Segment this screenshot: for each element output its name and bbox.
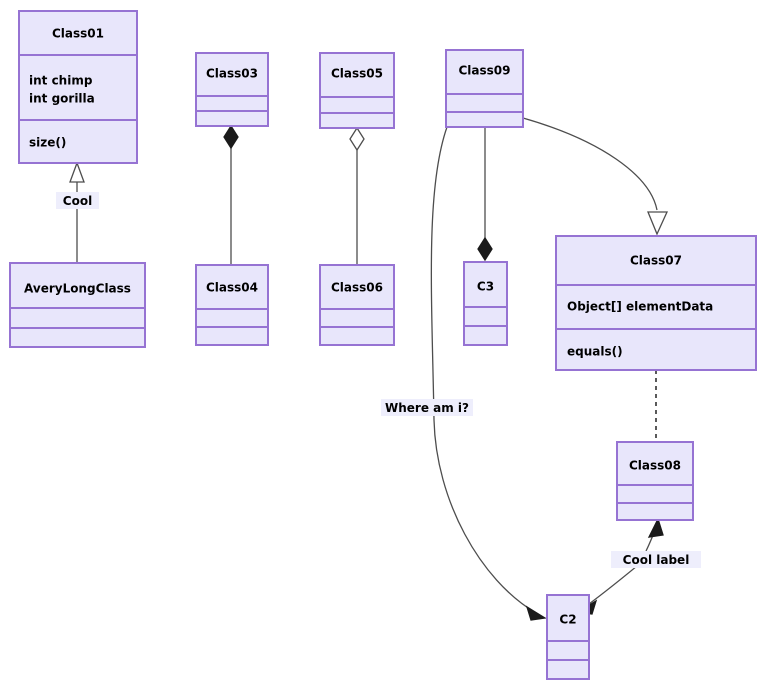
class-name-label: AveryLongClass: [24, 282, 131, 296]
edge-label-cool: Cool: [63, 194, 92, 208]
class-box-outline: [195, 52, 269, 127]
class-name-label: Class07: [630, 254, 682, 268]
class-box-c3[interactable]: C3: [463, 261, 508, 346]
edge-label-background: [56, 192, 99, 209]
class-name-label: Class05: [331, 67, 383, 81]
open-arrow-marker: [525, 605, 547, 621]
class-box-outline: [555, 235, 757, 371]
edge-label-where-am-i: Where am i?: [385, 401, 469, 415]
class-name-label: Class09: [458, 64, 510, 78]
filled-diamond-marker: [223, 124, 239, 150]
class-box-class01[interactable]: Class01 int chimp int gorilla size(): [18, 10, 138, 164]
edge-curve-lower: [588, 565, 638, 605]
class-box-outline: [195, 264, 269, 346]
class-name-label: Class08: [629, 459, 681, 473]
relationship-aggregation-class05[interactable]: [349, 126, 365, 265]
relationship-generalization-cool[interactable]: Cool: [56, 161, 99, 263]
hollow-triangle-marker: [69, 161, 85, 183]
hollow-triangle-marker: [647, 211, 669, 236]
hollow-diamond-marker: [349, 126, 365, 152]
relationship-where-am-i[interactable]: Where am i?: [381, 126, 547, 621]
class-box-outline: [445, 49, 524, 128]
class-box-class05[interactable]: Class05: [319, 52, 395, 129]
class-box-outline: [319, 264, 395, 346]
class-box-outline: [546, 594, 590, 680]
class-box-averylongclass[interactable]: AveryLongClass: [9, 262, 146, 348]
edge-label-background: [611, 551, 701, 568]
class-attribute: int gorilla: [29, 92, 95, 106]
class-name-label: C3: [477, 280, 494, 294]
class-attribute: Object[] elementData: [567, 300, 713, 314]
class-name-label: Class03: [206, 67, 258, 81]
class-box-class08[interactable]: Class08: [616, 441, 694, 521]
class-box-class09[interactable]: Class09: [445, 49, 524, 128]
class-attribute: int chimp: [29, 74, 93, 88]
class-method: size(): [29, 136, 66, 150]
class-box-outline: [319, 52, 395, 129]
class-method: equals(): [567, 345, 623, 359]
relationship-composition-class03[interactable]: [223, 124, 239, 265]
class-box-outline: [463, 261, 508, 346]
edge-label-background: [381, 399, 473, 416]
class-box-c2[interactable]: C2: [546, 594, 590, 680]
relationship-composition-c3[interactable]: [477, 127, 493, 262]
open-arrow-marker-upper: [647, 517, 664, 538]
filled-diamond-marker: [477, 236, 493, 262]
class-name-label: Class04: [206, 281, 258, 295]
relationship-generalization-class07[interactable]: [522, 117, 669, 236]
class-name-label: C2: [559, 613, 576, 627]
class-box-class04[interactable]: Class04: [195, 264, 269, 346]
class-box-class07[interactable]: Class07 Object[] elementData equals(): [555, 235, 757, 371]
class-box-outline: [18, 10, 138, 164]
edge-label-cool-label: Cool label: [623, 553, 690, 567]
class-box-outline: [9, 262, 146, 348]
class-box-class03[interactable]: Class03: [195, 52, 269, 127]
class-name-label: Class01: [52, 27, 104, 41]
class-name-label: Class06: [331, 281, 383, 295]
class-box-outline: [616, 441, 694, 521]
relationship-cool-label[interactable]: Cool label: [576, 517, 701, 615]
edge-curve: [522, 117, 658, 211]
edge-curve: [430, 126, 537, 614]
class-box-class06[interactable]: Class06: [319, 264, 395, 346]
